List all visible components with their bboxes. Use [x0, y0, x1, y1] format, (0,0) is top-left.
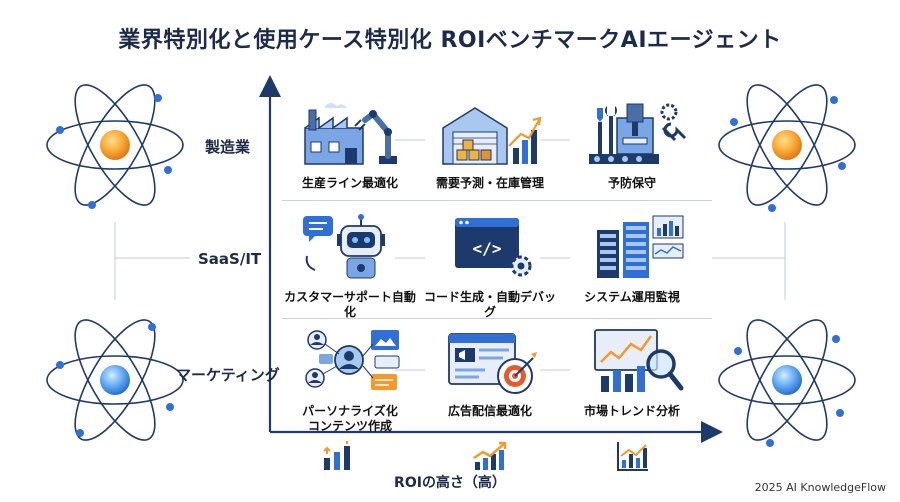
ad-target-icon: [448, 333, 537, 394]
cell-market-trend: 市場トレンド分析: [562, 326, 702, 419]
atom-blue-icon: [40, 305, 190, 455]
row-label-manufacturing: 製造業: [205, 138, 251, 156]
atom-orange-icon: [40, 70, 190, 220]
cell-predictive-maintenance: 予防保守: [562, 98, 702, 191]
cell-personalized-content: パーソナライズ化 コンテンツ作成: [280, 326, 420, 434]
page-title: 業界特別化と使用ケース特別化 ROIベンチマークAIエージェント: [118, 28, 782, 53]
chart-board-icon: [617, 442, 648, 471]
row-separator: [282, 200, 712, 201]
cell-code-generation: </> コード生成・自動デバッグ: [420, 212, 560, 320]
machine-tools-icon: [589, 103, 687, 164]
cell-label: 広告配信最適化: [447, 404, 532, 418]
atom-orange-icon: [712, 70, 862, 220]
cell-label: カスタマーサポート自動化: [284, 290, 416, 319]
bar-arrows-icon: [323, 441, 350, 470]
cell-ad-optimization: 広告配信最適化: [420, 326, 560, 419]
row-label-saas-it: SaaS/IT: [198, 250, 262, 268]
cell-production-line: 生産ライン最適化: [280, 98, 420, 191]
cell-customer-support: カスタマーサポート自動化: [280, 212, 420, 320]
svg-text:</>: </>: [473, 239, 502, 258]
row-label-marketing: マーケティング: [176, 366, 280, 384]
factory-robot-arm-icon: [304, 103, 397, 165]
atom-blue-icon: [712, 305, 862, 455]
cell-label: 需要予測・在庫管理: [435, 176, 544, 190]
cell-label: 予防保守: [607, 176, 656, 190]
credit-text: 2025 AI KnowledgeFlow: [754, 481, 886, 494]
cell-demand-forecast: 需要予測・在庫管理: [420, 98, 560, 191]
cell-label: 市場トレンド分析: [583, 404, 680, 418]
server-rack-icon: [597, 215, 684, 278]
trend-magnifier-icon: [594, 329, 684, 392]
chatbot-robot-icon: [303, 214, 385, 279]
rising-trend-icon: [473, 441, 507, 470]
code-window-gear-icon: </>: [455, 218, 532, 277]
warehouse-chart-icon: [442, 107, 542, 165]
x-axis-label: ROIの高さ（高）: [394, 475, 506, 491]
cell-label: コード生成・自動デバッグ: [423, 290, 556, 319]
personalized-content-icon: [305, 330, 400, 390]
cell-system-monitoring: システム運用監視: [562, 212, 702, 305]
row-separator: [282, 318, 712, 319]
cell-label: システム運用監視: [584, 290, 680, 304]
cell-label: パーソナライズ化 コンテンツ作成: [302, 404, 398, 433]
cell-label: 生産ライン最適化: [301, 176, 398, 190]
